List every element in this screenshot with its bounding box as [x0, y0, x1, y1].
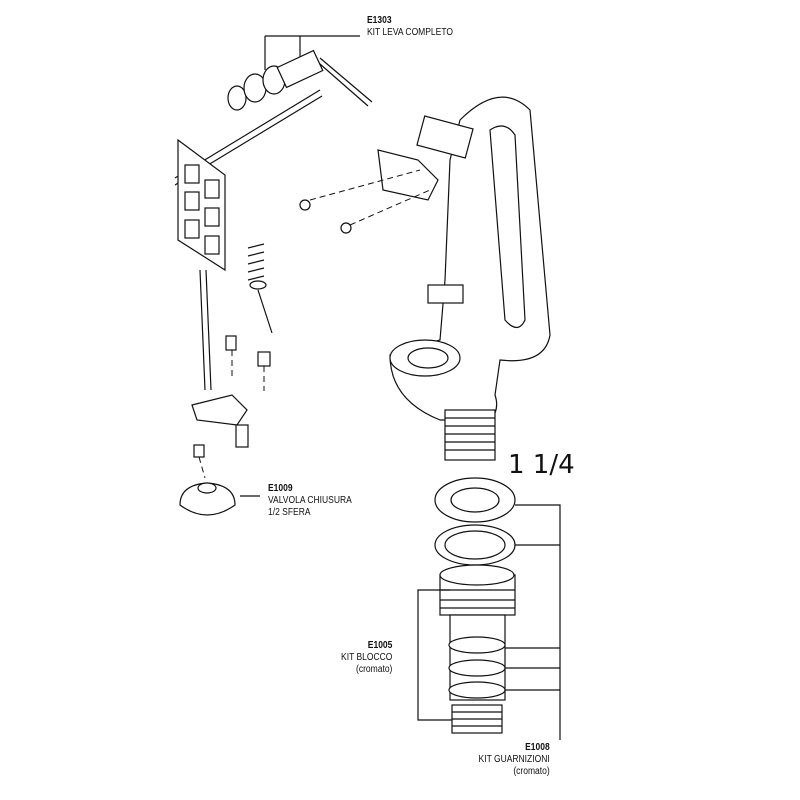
e1009-label: E1009 VALVOLA CHIUSURA 1/2 SFERA: [268, 483, 352, 519]
e1009-sub: 1/2 SFERA: [268, 507, 311, 518]
e1005-sub: (cromato): [355, 664, 392, 675]
e1303-name: KIT LEVA COMPLETO: [367, 27, 453, 38]
e1008-label: E1008 KIT GUARNIZIONI (cromato): [479, 742, 550, 778]
e1303-label: E1303 KIT LEVA COMPLETO: [367, 15, 453, 39]
e1009-name: VALVOLA CHIUSURA: [268, 495, 352, 506]
ball-valve-part: [179, 482, 236, 516]
e1005-label: E1005 KIT BLOCCO (cromato): [341, 640, 392, 676]
size-label: 1 1/4: [508, 450, 575, 480]
e1008-code: E1008: [525, 742, 550, 753]
waste-block-part: [417, 477, 561, 740]
e1008-name: KIT GUARNIZIONI: [478, 754, 550, 765]
e1303-code: E1303: [367, 15, 392, 26]
overflow-body-part: [299, 96, 551, 461]
float-lever-part: [177, 138, 273, 479]
e1008-sub: (cromato): [513, 766, 550, 777]
e1005-code: E1005: [367, 640, 392, 651]
e1005-name: KIT BLOCCO: [340, 652, 392, 663]
e1009-code: E1009: [268, 483, 293, 494]
